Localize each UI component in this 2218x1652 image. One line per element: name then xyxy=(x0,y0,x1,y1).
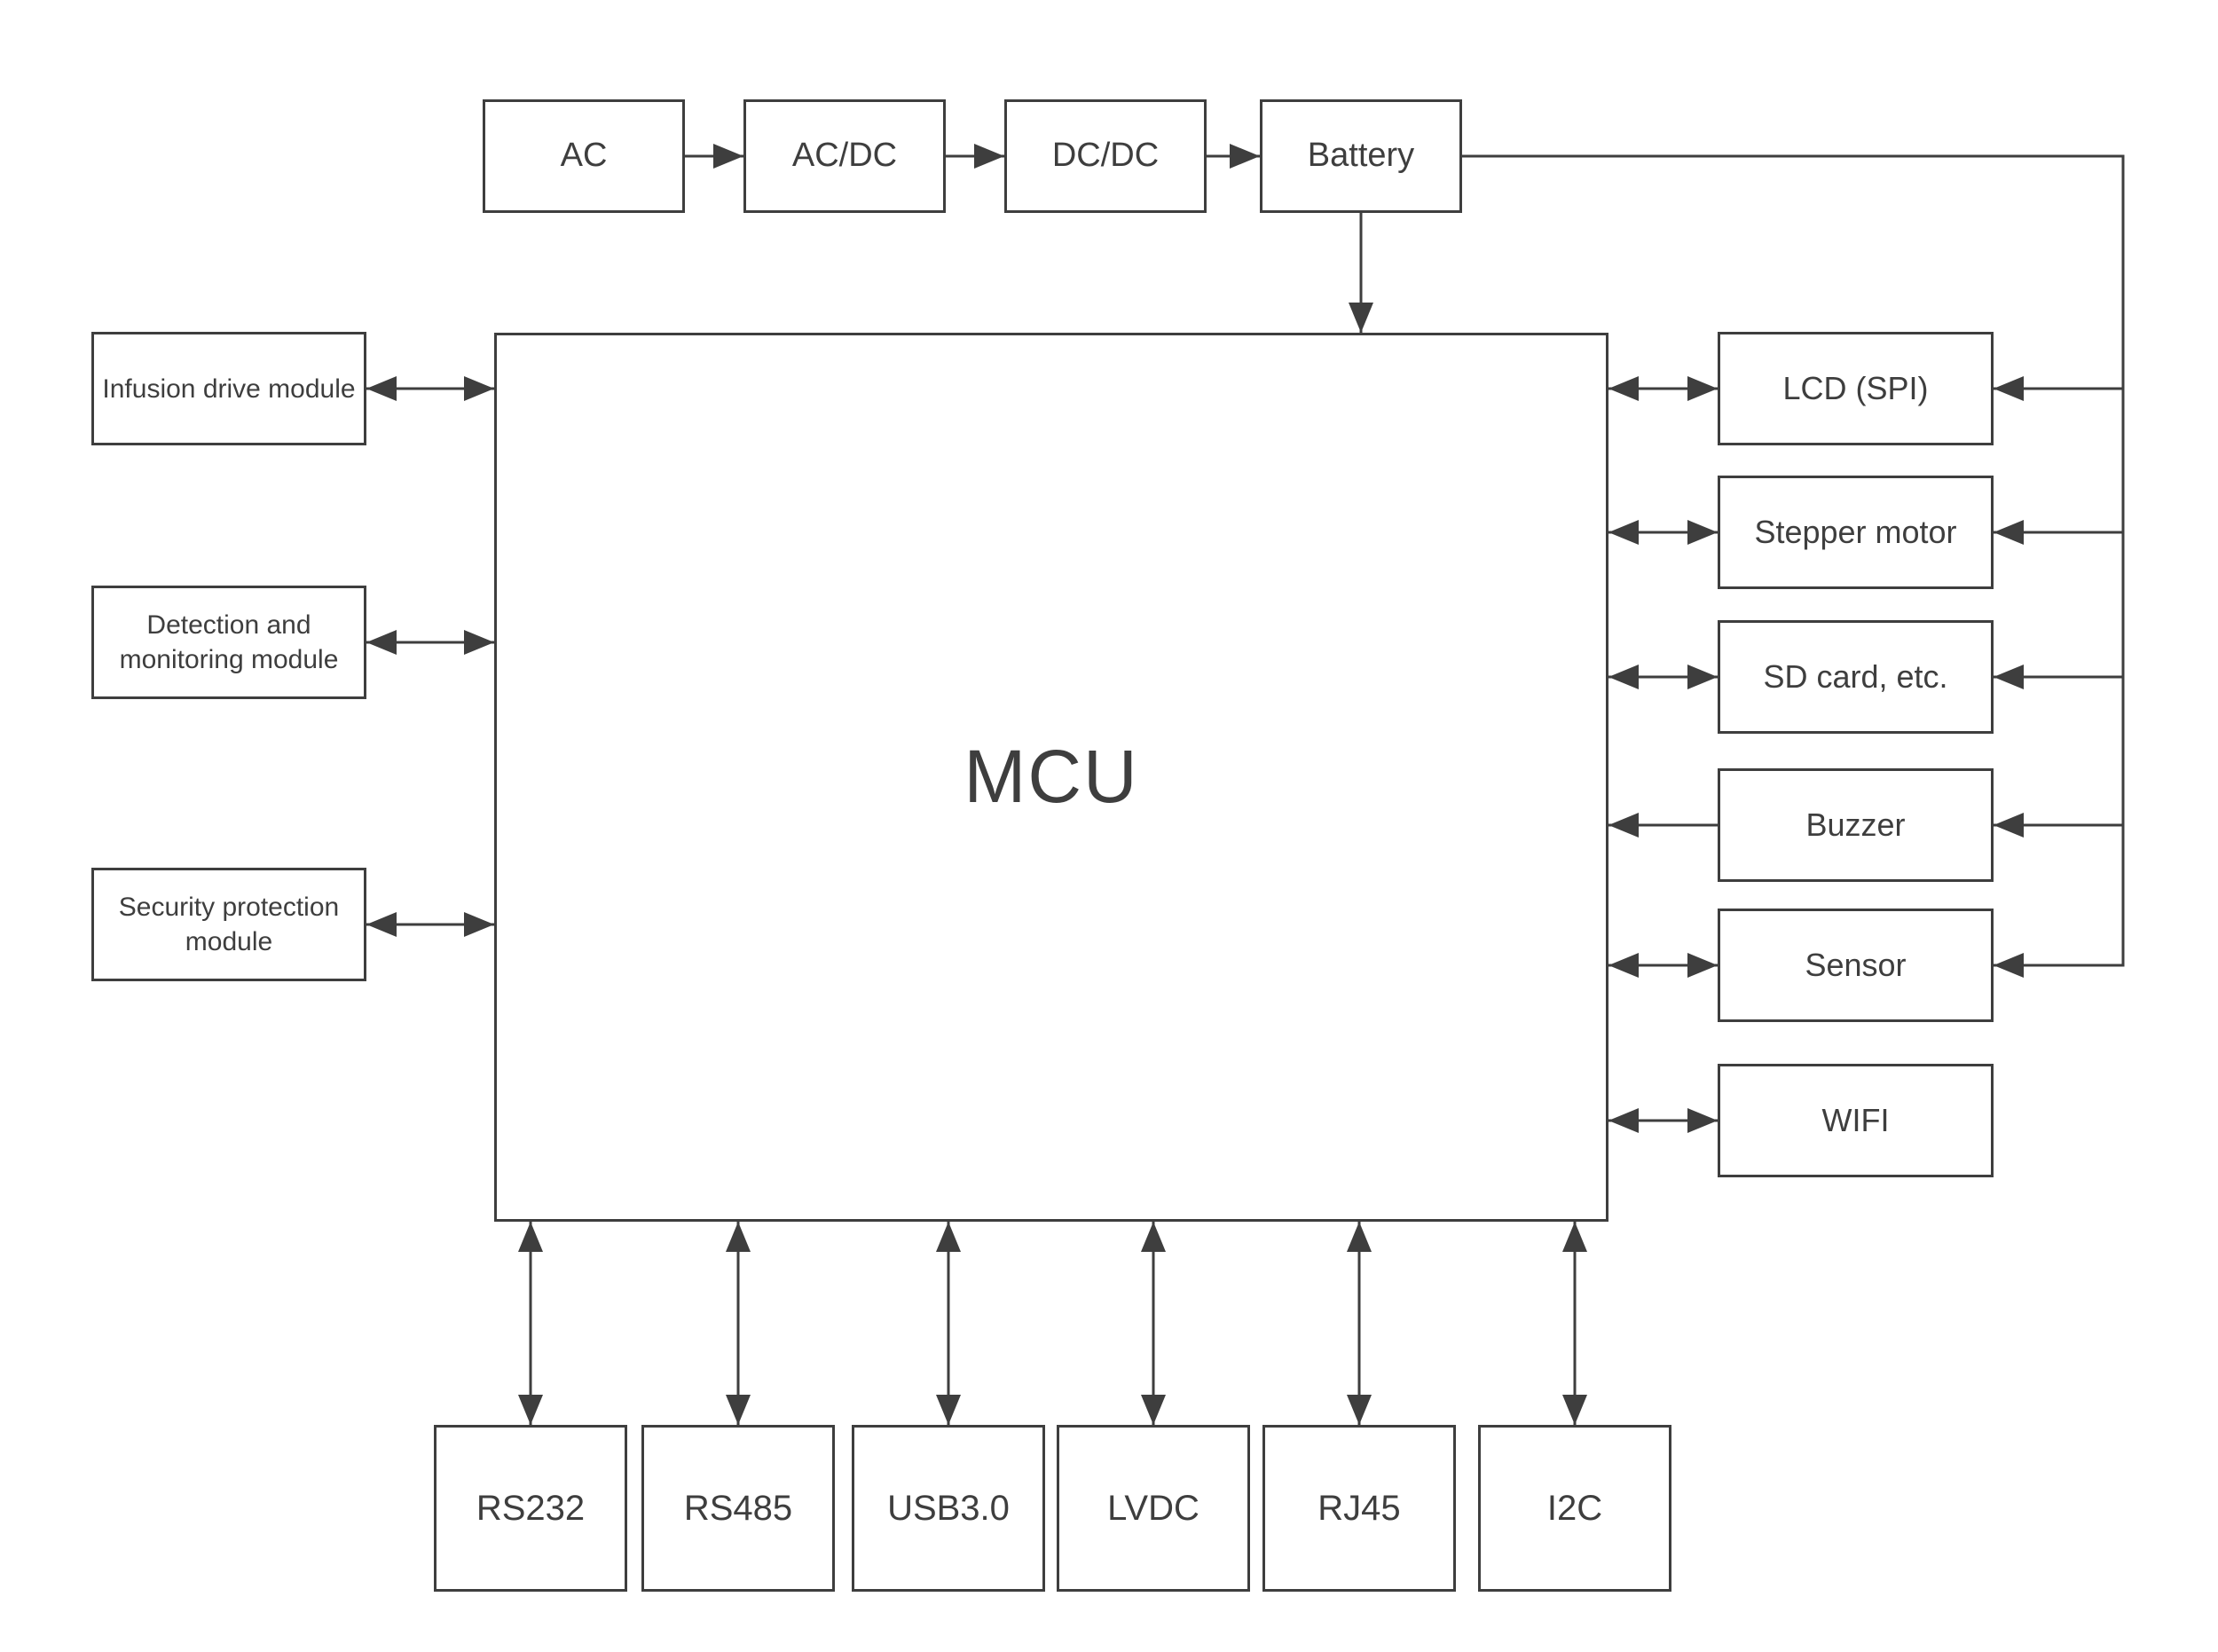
node-detection-monitoring-module-label: Detection and monitoring module xyxy=(119,610,339,674)
node-ac-dc-label: AC/DC xyxy=(791,137,898,175)
node-sensor: Sensor xyxy=(1718,909,1994,1022)
node-lvdc: LVDC xyxy=(1057,1425,1250,1592)
node-dc-dc-label: DC/DC xyxy=(1051,137,1160,175)
node-ac-dc: AC/DC xyxy=(743,99,946,213)
node-rs485-label: RS485 xyxy=(683,1489,793,1528)
node-rs232: RS232 xyxy=(434,1425,627,1592)
node-infusion-drive-module-label: Infusion drive module xyxy=(102,374,356,404)
node-wifi: WIFI xyxy=(1718,1064,1994,1177)
node-lcd-spi-label: LCD (SPI) xyxy=(1782,369,1929,406)
node-sd-card: SD card, etc. xyxy=(1718,620,1994,734)
node-rj45-label: RJ45 xyxy=(1317,1489,1401,1528)
node-stepper-motor: Stepper motor xyxy=(1718,476,1994,589)
node-rs232-label: RS232 xyxy=(476,1489,586,1528)
node-lvdc-label: LVDC xyxy=(1107,1489,1199,1528)
node-battery-label: Battery xyxy=(1307,137,1415,175)
node-usb3-label: USB3.0 xyxy=(887,1489,1010,1528)
node-mcu-label: MCU xyxy=(963,735,1139,819)
node-sd-card-label: SD card, etc. xyxy=(1763,657,1948,695)
node-detection-monitoring-module: Detection and monitoring module xyxy=(91,586,366,699)
node-dc-dc: DC/DC xyxy=(1004,99,1207,213)
node-security-protection-module: Security protection module xyxy=(91,868,366,981)
node-sensor-label: Sensor xyxy=(1805,946,1907,983)
node-usb3: USB3.0 xyxy=(852,1425,1045,1592)
node-security-protection-module-label: Security protection module xyxy=(118,893,340,956)
node-stepper-motor-label: Stepper motor xyxy=(1754,513,1957,550)
node-i2c-label: I2C xyxy=(1546,1489,1603,1528)
node-rs485: RS485 xyxy=(641,1425,835,1592)
node-buzzer: Buzzer xyxy=(1718,768,1994,882)
node-wifi-label: WIFI xyxy=(1821,1101,1890,1138)
connector-battery-power-rail xyxy=(1462,154,2125,978)
node-rj45: RJ45 xyxy=(1262,1425,1456,1592)
node-mcu: MCU xyxy=(494,333,1608,1222)
node-battery: Battery xyxy=(1260,99,1462,213)
node-ac-label: AC xyxy=(560,137,608,175)
node-lcd-spi: LCD (SPI) xyxy=(1718,332,1994,445)
node-i2c: I2C xyxy=(1478,1425,1671,1592)
node-infusion-drive-module: Infusion drive module xyxy=(91,332,366,445)
node-ac: AC xyxy=(483,99,685,213)
node-buzzer-label: Buzzer xyxy=(1805,806,1906,843)
